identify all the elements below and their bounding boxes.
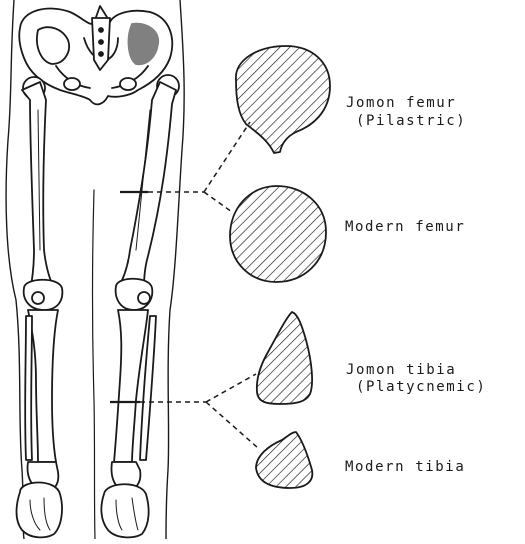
jomon-tibia-cross-section	[257, 312, 312, 404]
label-modern-femur: Modern femur	[345, 218, 465, 236]
label-jomon-femur: Jomon femur	[346, 94, 456, 112]
modern-femur-cross-section	[230, 186, 326, 282]
label-jomon-tibia-note: (Platycnemic)	[356, 378, 486, 396]
jomon-femur-cross-section	[236, 46, 330, 153]
label-jomon-tibia: Jomon tibia	[346, 361, 456, 379]
right-femur	[118, 82, 176, 290]
label-modern-tibia: Modern tibia	[345, 458, 465, 476]
label-jomon-femur-note: (Pilastric)	[356, 112, 466, 130]
right-foot	[101, 484, 148, 537]
skeleton-legs	[6, 0, 184, 539]
modern-tibia-cross-section	[256, 432, 312, 488]
